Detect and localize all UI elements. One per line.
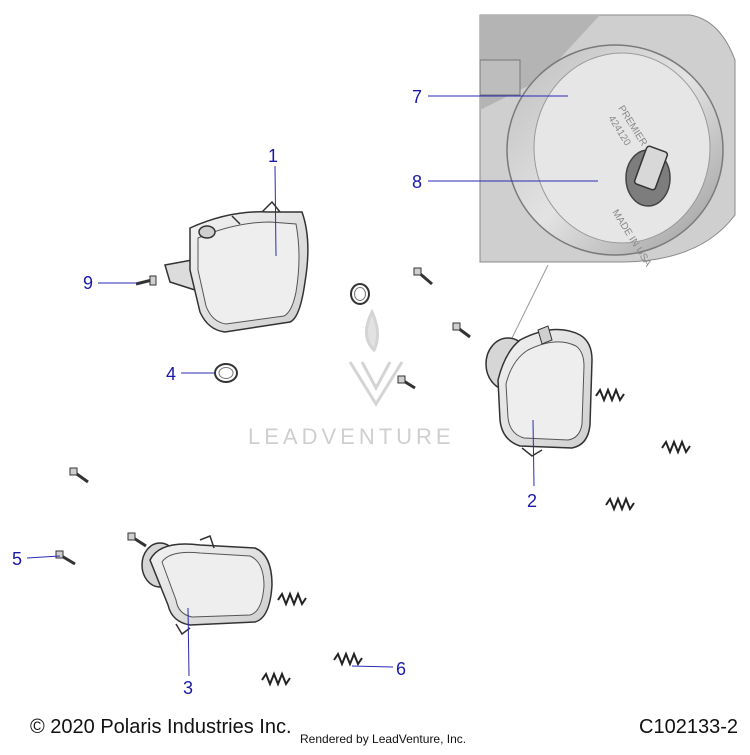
callout-4: 4 (166, 364, 177, 384)
screw (452, 322, 471, 339)
screw (127, 532, 147, 548)
spring (595, 387, 625, 403)
spring (605, 496, 635, 512)
leader-lines (26, 95, 598, 677)
screw (69, 467, 89, 484)
headlight-2 (485, 325, 593, 457)
spring (277, 591, 307, 607)
headlight-1 (164, 200, 309, 333)
detail-pointer-line (511, 264, 549, 339)
copyright-text: © 2020 Polaris Industries Inc. (30, 716, 292, 738)
o-ring-4 (214, 363, 238, 383)
detail-inset: PREMIER 424120 MADE IN USA (479, 14, 736, 269)
callout-5: 5 (12, 549, 23, 569)
callout-3: 3 (183, 678, 194, 698)
leader-line-6 (351, 665, 394, 668)
callout-9: 9 (83, 273, 94, 293)
spring (261, 671, 291, 687)
watermark-logo (348, 308, 404, 407)
leader-line-2 (532, 419, 535, 487)
callout-8: 8 (412, 172, 423, 192)
o-ring (350, 283, 370, 305)
watermark-text: LEADVENTURE (248, 424, 455, 449)
callout-1: 1 (268, 146, 279, 166)
spring (661, 439, 691, 455)
leader-line-3 (187, 607, 190, 677)
leader-line-1 (274, 165, 277, 257)
callout-7: 7 (412, 87, 423, 107)
screw (397, 375, 416, 390)
leader-line-5 (26, 555, 61, 559)
callout-2: 2 (527, 491, 538, 511)
spring-6 (333, 651, 363, 667)
callout-6: 6 (396, 659, 407, 679)
screw-9 (135, 275, 157, 286)
diagram-id: C102133-2 (639, 716, 738, 738)
rendered-by-text: Rendered by LeadVenture, Inc. (300, 732, 467, 746)
headlight-3 (141, 535, 273, 636)
screw-5 (55, 550, 76, 566)
screw (413, 267, 433, 286)
